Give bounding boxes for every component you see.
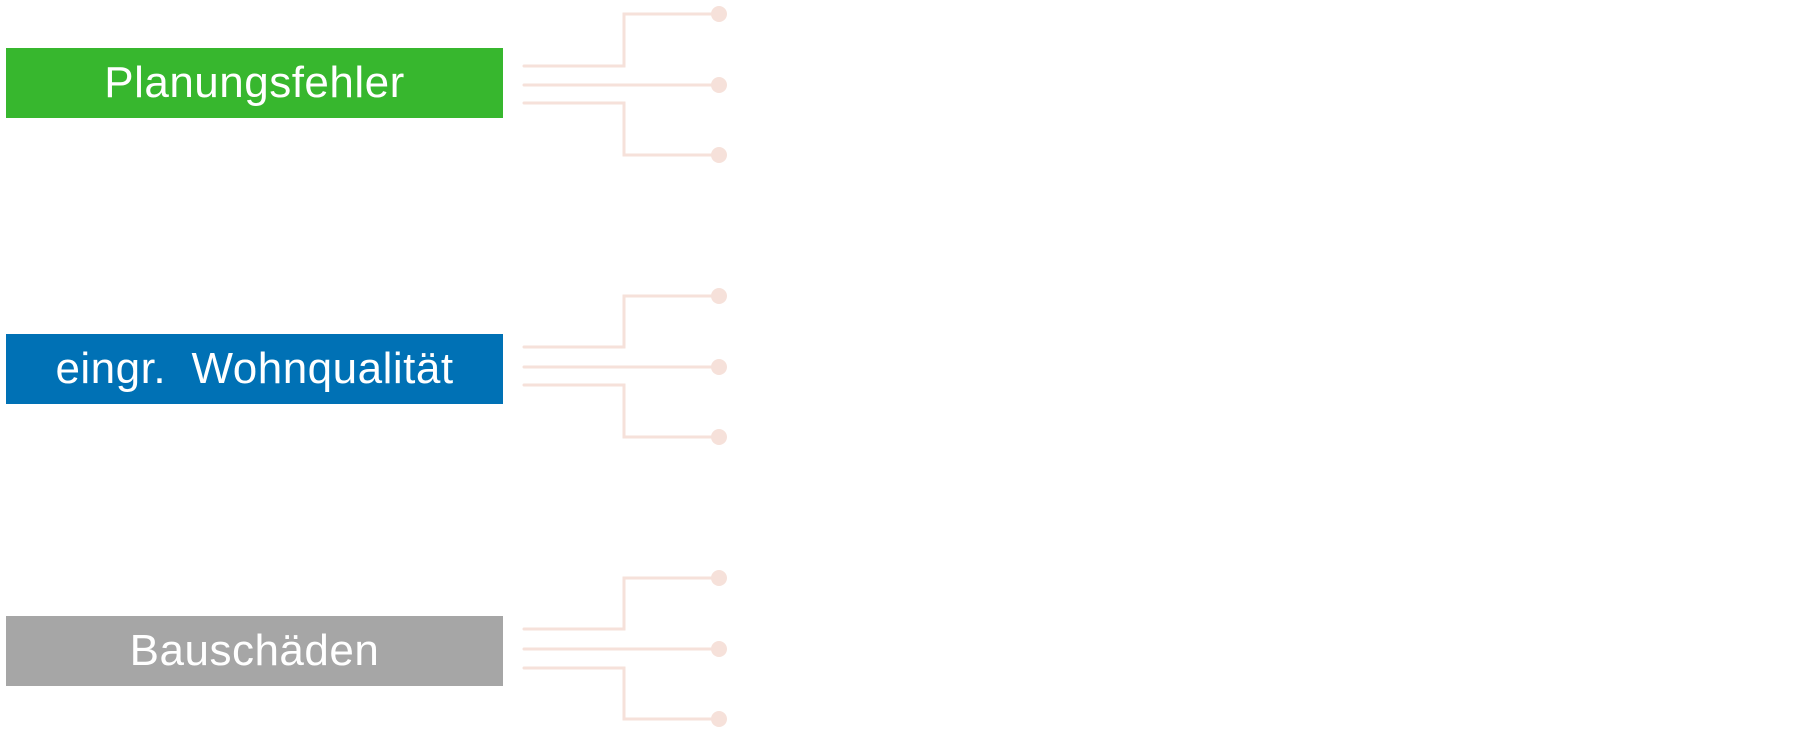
branch-node (711, 570, 727, 586)
branch-node (711, 288, 727, 304)
branch-line-bottom (522, 383, 720, 439)
category-group-planungsfehler: Planungsfehler (0, 0, 760, 163)
branch-node (711, 359, 727, 375)
category-label: eingr. Wohnqualität (55, 344, 454, 393)
branch-node (711, 77, 727, 93)
branch-node (711, 429, 727, 445)
branch-node (711, 711, 727, 727)
category-label: Planungsfehler (104, 58, 405, 107)
branch-line-top (522, 576, 720, 631)
branch-node (711, 641, 727, 657)
category-box-planungsfehler: Planungsfehler (6, 48, 503, 118)
category-label: Bauschäden (129, 626, 380, 675)
branch-node (711, 6, 727, 22)
branch-line-bottom (522, 666, 720, 721)
branch-line-top (522, 294, 720, 349)
branch-line-bottom (522, 101, 720, 157)
branch-line-top (522, 12, 720, 68)
branch-connector (522, 570, 727, 727)
branch-connector (522, 288, 727, 445)
category-group-wohnqualitaet: eingr. Wohnqualität (0, 282, 760, 445)
category-group-bauschaeden: Bauschäden (0, 564, 760, 727)
category-box-bauschaeden: Bauschäden (6, 616, 503, 686)
branch-connector (522, 6, 727, 163)
category-box-wohnqualitaet: eingr. Wohnqualität (6, 334, 503, 404)
branch-node (711, 147, 727, 163)
